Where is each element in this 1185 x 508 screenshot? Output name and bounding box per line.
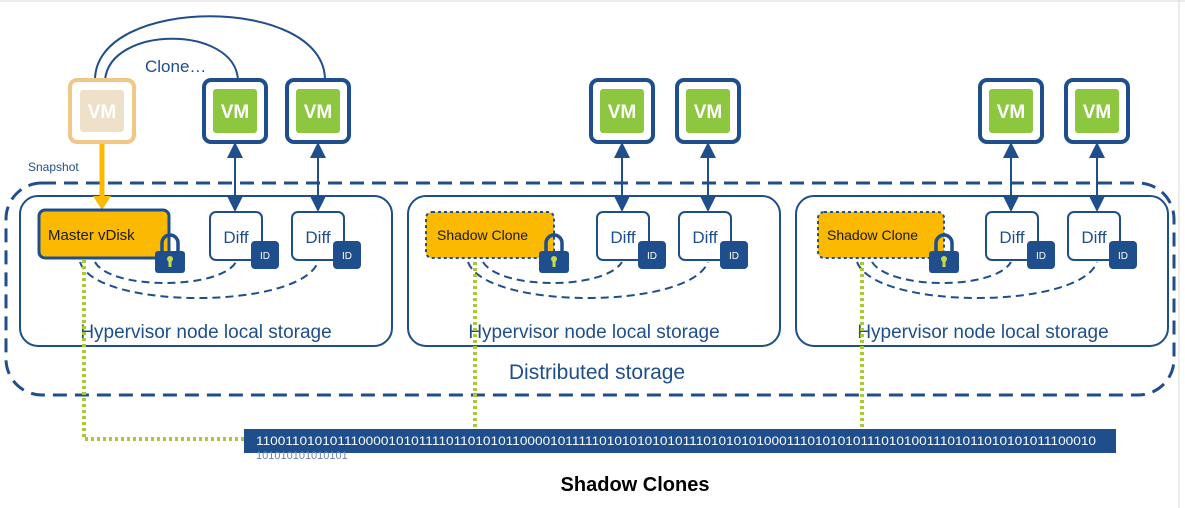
disk-diff-link — [79, 261, 319, 299]
distributed-storage-label: Distributed storage — [509, 361, 685, 384]
node-storage-label: Hypervisor node local storage — [468, 322, 719, 343]
svg-text:Diff: Diff — [223, 228, 248, 247]
svg-text:VM: VM — [1083, 102, 1112, 123]
svg-text:Diff: Diff — [999, 228, 1024, 247]
disk-diff-link — [482, 261, 623, 284]
svg-text:VM: VM — [304, 102, 333, 123]
svg-text:ID: ID — [260, 251, 270, 262]
svg-text:Diff: Diff — [305, 228, 330, 247]
svg-text:VM: VM — [997, 102, 1026, 123]
svg-text:VM: VM — [608, 102, 637, 123]
padlock-icon — [155, 233, 185, 273]
svg-text:Diff: Diff — [1081, 228, 1106, 247]
padlock-icon — [929, 233, 959, 273]
svg-text:ID: ID — [1118, 251, 1128, 262]
disk-diff-link — [871, 261, 1012, 284]
svg-text:Diff: Diff — [692, 228, 717, 247]
disk-diff-link — [467, 261, 709, 299]
svg-text:ID: ID — [1036, 251, 1046, 262]
svg-text:ID: ID — [647, 251, 657, 262]
clone-arc-inner — [104, 37, 239, 81]
id-badge-icon: ID — [333, 241, 361, 269]
diff-disk: Diff — [209, 211, 263, 261]
vm-icon: VM — [978, 78, 1044, 144]
node-storage-label: Hypervisor node local storage — [80, 322, 331, 343]
binary-data-text: 1100110101011100001010111101101010110000… — [256, 436, 1096, 448]
padlock-icon — [539, 233, 569, 273]
svg-text:ID: ID — [342, 251, 352, 262]
diagram-title: Shadow Clones — [561, 474, 710, 496]
diff-disk: Diff — [291, 211, 345, 261]
snapshot-label: Snapshot — [28, 160, 79, 174]
vm-icon: VM — [1064, 78, 1130, 144]
id-badge-icon: ID — [1027, 241, 1055, 269]
node-storage-label: Hypervisor node local storage — [857, 322, 1108, 343]
shadow-clone-label: Shadow Clone — [437, 227, 528, 243]
diff-disk: Diff — [596, 211, 650, 261]
id-badge-icon: ID — [720, 241, 748, 269]
master-vdisk-label: Master vDisk — [48, 227, 135, 244]
binary-data-overflow: 101010101010101 — [256, 450, 348, 462]
binary-data-bar — [244, 429, 1116, 453]
svg-text:VM: VM — [221, 102, 250, 123]
vm-icon: VM — [589, 78, 655, 144]
vm-icon: VM — [202, 78, 268, 144]
id-badge-icon: ID — [1109, 241, 1137, 269]
clone-arc-outer — [94, 15, 326, 81]
vm-icon: VM — [675, 78, 741, 144]
snapshot-arrow-head — [93, 196, 111, 210]
diff-disk: Diff — [985, 211, 1039, 261]
master-vm-icon: VM — [68, 78, 136, 144]
vm-icon: VM — [285, 78, 351, 144]
shadow-clone-disk — [425, 211, 555, 259]
diff-disk: Diff — [1067, 211, 1121, 261]
id-badge-icon: ID — [251, 241, 279, 269]
svg-text:Diff: Diff — [610, 228, 635, 247]
svg-text:ID: ID — [729, 251, 739, 262]
diff-disk: Diff — [678, 211, 732, 261]
shadow-clone-label: Shadow Clone — [827, 227, 918, 243]
disk-diff-link — [856, 261, 1098, 299]
distributed-storage-container — [4, 181, 1176, 397]
clone-label: Clone… — [145, 57, 206, 76]
svg-text:VM: VM — [88, 102, 117, 123]
id-badge-icon: ID — [638, 241, 666, 269]
svg-text:VM: VM — [694, 102, 723, 123]
